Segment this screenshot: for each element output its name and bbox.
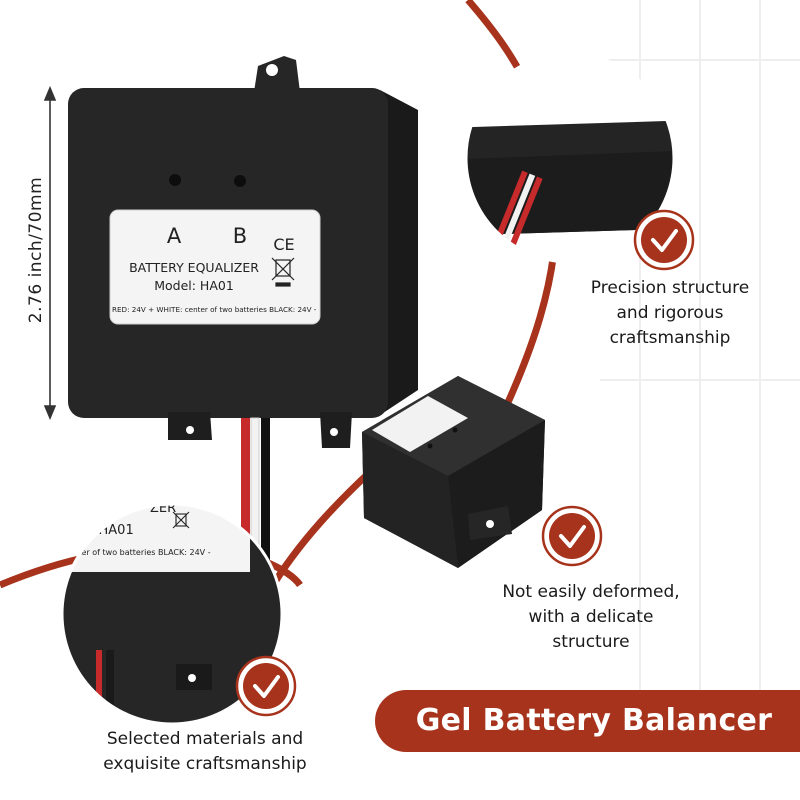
main-device — [68, 56, 418, 628]
feature-line: and rigorous — [616, 303, 724, 323]
zoom-circle-cable-exit — [464, 52, 676, 264]
zoom-label-name-fragment: ZER — [150, 501, 176, 516]
label-letter-a: A — [167, 224, 182, 248]
feature-precision: Precision structure and rigorous craftsm… — [560, 276, 780, 351]
feature-line: with a delicate — [528, 607, 654, 627]
label-letter-b: B — [233, 224, 247, 248]
ce-mark: CE — [273, 235, 294, 254]
feature-materials: Selected materials and exquisite craftsm… — [80, 727, 330, 777]
feature-line: Selected materials and — [106, 729, 304, 749]
check-icon-2 — [541, 505, 603, 567]
product-title: Gel Battery Balancer — [415, 703, 773, 738]
main-device-label: A B CE BATTERY EQUALIZER Model: HA01 RED… — [109, 209, 321, 325]
label-wiring: RED: 24V + WHITE: center of two batterie… — [112, 305, 317, 314]
dimension-arrow — [43, 85, 57, 421]
red-swoosh-mid — [266, 467, 375, 592]
check-icon-3 — [235, 655, 297, 717]
dimension-label: 2.76 inch/70mm — [26, 176, 46, 324]
feature-line: exquisite craftsmanship — [103, 754, 307, 774]
feature-line: structure — [552, 632, 630, 652]
recycle-bin-icon — [271, 257, 295, 287]
title-banner — [375, 690, 800, 752]
feature-deformation: Not easily deformed, with a delicate str… — [476, 580, 706, 655]
label-model: Model: HA01 — [154, 278, 234, 293]
label-product-name: BATTERY EQUALIZER — [129, 260, 259, 275]
zoom-label-wiring-fragment: center of two batteries BLACK: 24V - — [64, 548, 211, 557]
secondary-device — [362, 376, 545, 568]
feature-line: Precision structure — [590, 278, 750, 298]
check-icon-1 — [633, 209, 695, 271]
zoom-recycle-bin-icon — [172, 511, 190, 529]
feature-line: craftsmanship — [609, 328, 731, 348]
feature-line: Not easily deformed, — [502, 582, 680, 602]
